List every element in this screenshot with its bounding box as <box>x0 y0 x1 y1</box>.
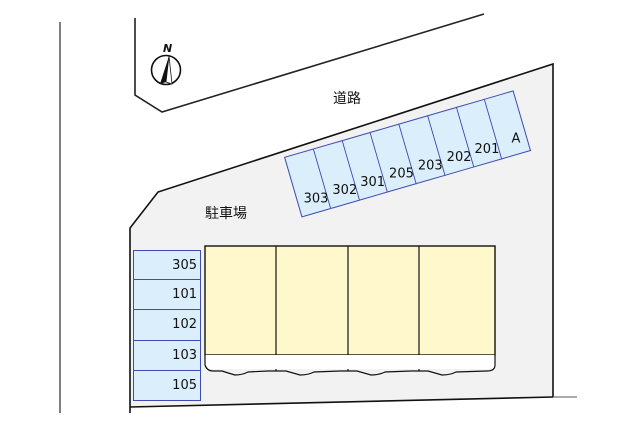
parking-slot-label: 101 <box>172 287 197 303</box>
parking-slot[interactable]: 105 <box>133 370 201 401</box>
parking-slot[interactable]: 102 <box>133 310 201 341</box>
parking-slot-label: 205 <box>389 166 415 182</box>
north-arrow-icon <box>150 54 182 86</box>
road-boundary-line <box>134 13 485 113</box>
building-row <box>204 245 496 376</box>
parking-slot[interactable]: 101 <box>133 280 201 311</box>
parking-slot-label: 202 <box>446 150 472 166</box>
lot-bottom-line <box>129 396 554 408</box>
parking-slot-label: 305 <box>172 258 197 273</box>
left-parking-column: 305 101 102 103 105 <box>133 250 201 401</box>
parking-slot-label: 103 <box>172 347 197 363</box>
parking-slot-label: 105 <box>172 377 197 393</box>
parking-slot[interactable]: 305 <box>133 250 201 281</box>
lot-boundary-line <box>129 62 554 413</box>
parking-slot-label: 203 <box>417 158 443 174</box>
road-label: 道路 <box>333 91 361 107</box>
parking-lot-label: 駐車場 <box>205 206 247 222</box>
parking-slot-label: 303 <box>303 191 329 207</box>
parking-slot-label: 201 <box>474 141 500 157</box>
north-label: N <box>163 42 173 55</box>
parking-slot-label: 302 <box>332 183 357 199</box>
parking-slot-label: 102 <box>172 317 197 333</box>
parking-slot[interactable]: 103 <box>133 340 201 371</box>
parking-slot-label: 301 <box>360 174 386 190</box>
parking-slot-label: A <box>511 131 521 147</box>
